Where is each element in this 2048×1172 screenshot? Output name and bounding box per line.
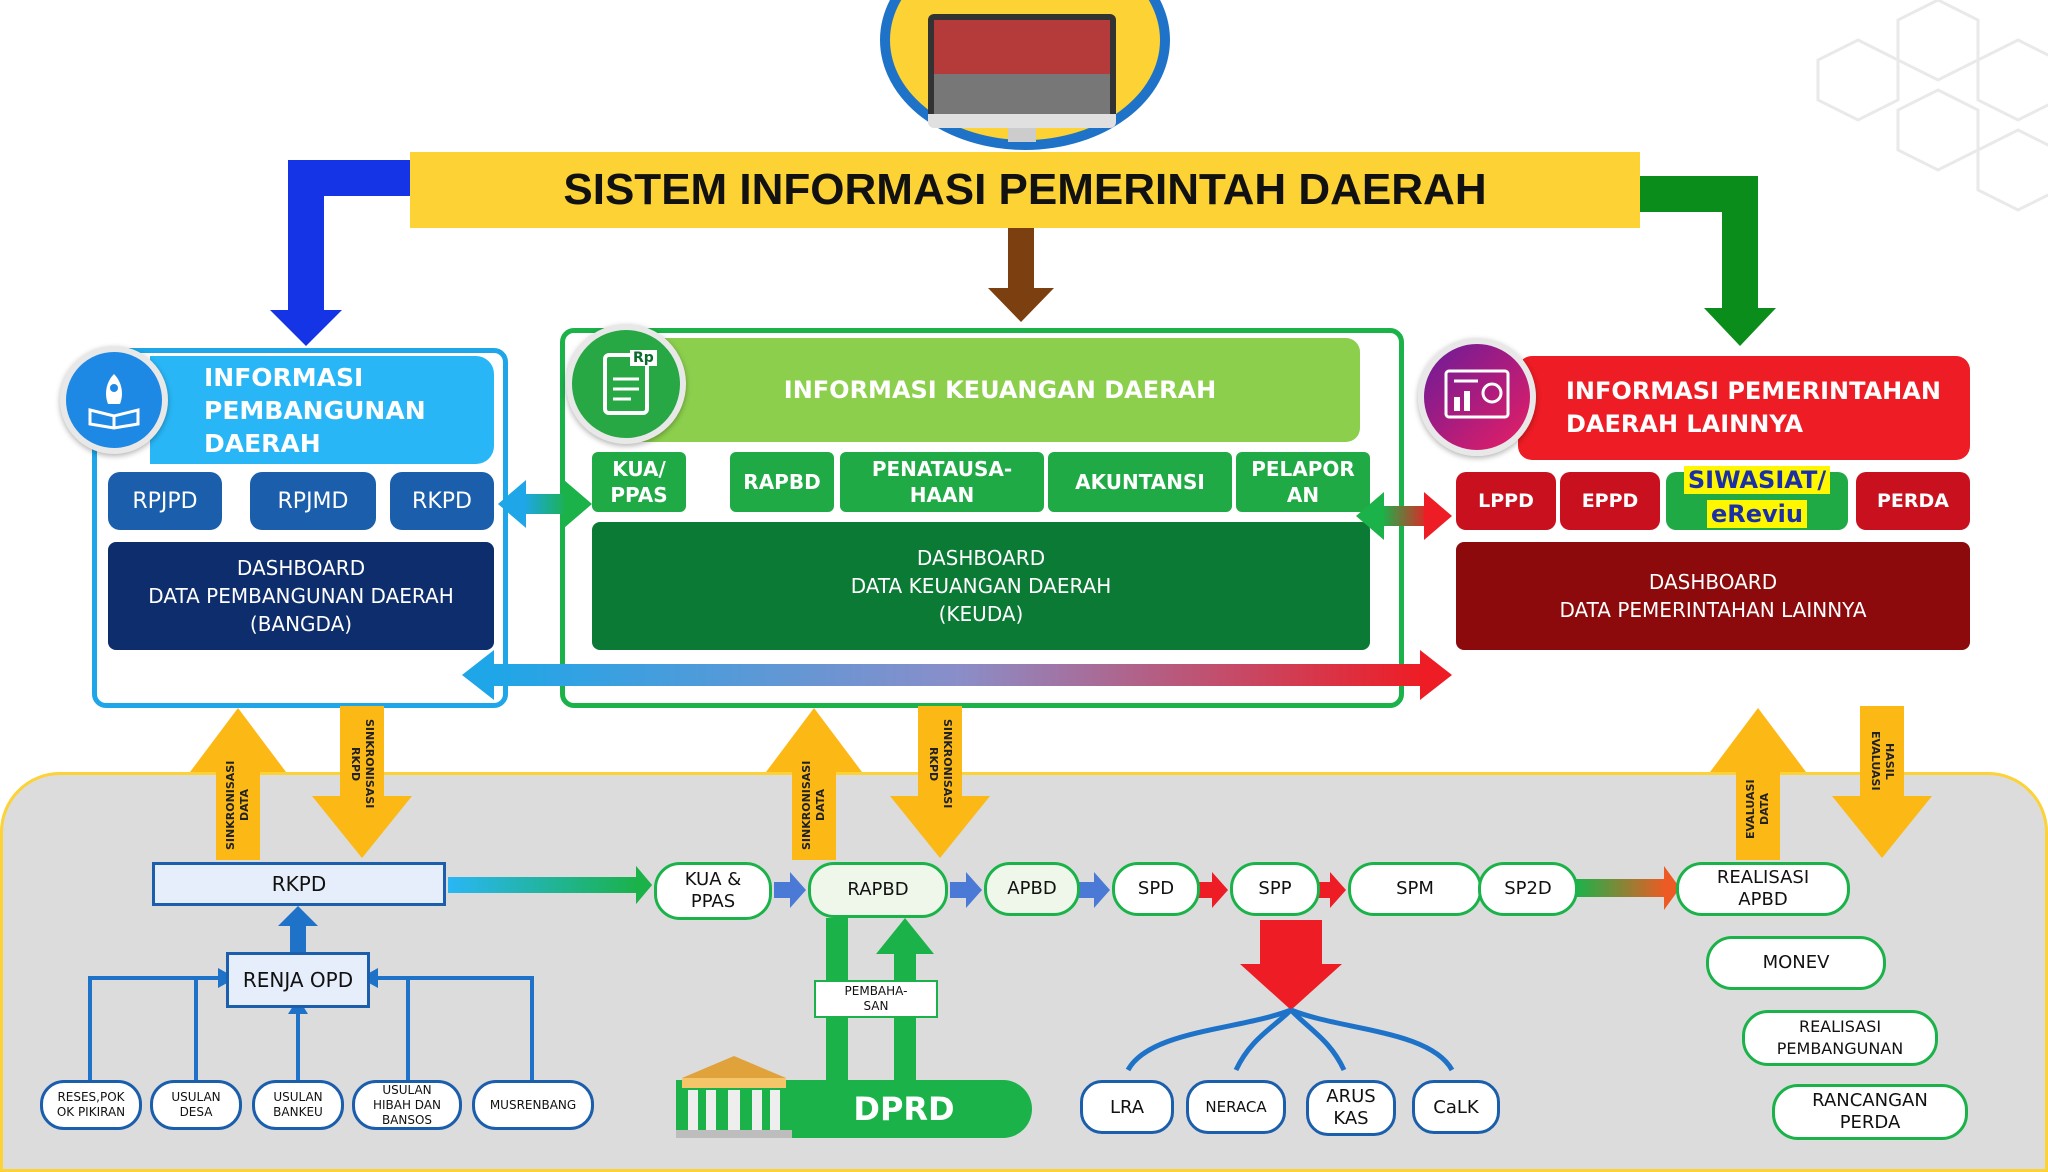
panel-link-arrows <box>462 480 1452 700</box>
rp-label: Rp <box>630 350 657 366</box>
flow-spd[interactable]: SPD <box>1112 862 1200 916</box>
flow-monev[interactable]: MONEV <box>1706 936 1886 990</box>
parliament-building-icon <box>672 1050 796 1140</box>
page-title: SISTEM INFORMASI PEMERINTAH DAERAH <box>410 152 1640 228</box>
receipt-icon <box>566 324 686 444</box>
report-neraca[interactable]: NERACA <box>1186 1080 1286 1134</box>
report-calk[interactable]: CaLK <box>1412 1080 1500 1134</box>
lain-dashboard[interactable]: DASHBOARD DATA PEMERINTAHAN LAINNYA <box>1456 542 1970 650</box>
report-presentation-icon <box>1418 338 1536 456</box>
top-arrows <box>270 160 1776 346</box>
flow-spm[interactable]: SPM <box>1348 862 1482 916</box>
keuda-item-penatausahaan[interactable]: PENATAUSA-HAAN <box>840 452 1044 512</box>
bangda-header: INFORMASI PEMBANGUNAN DAERAH <box>150 356 494 464</box>
monitor-icon <box>928 14 1116 148</box>
lain-item-siwasiat[interactable]: SIWASIAT/ eReviu <box>1666 466 1848 530</box>
source-musrenbang[interactable]: MUSRENBANG <box>472 1080 594 1130</box>
lain-item-eppd[interactable]: EPPD <box>1560 472 1660 530</box>
lain-header: INFORMASI PEMERINTAHAN DAERAH LAINNYA <box>1518 356 1970 460</box>
keuda-dashboard[interactable]: DASHBOARD DATA KEUANGAN DAERAH (KEUDA) <box>592 522 1370 650</box>
bangda-item-rkpd[interactable]: RKPD <box>390 472 494 530</box>
flow-kua-ppas[interactable]: KUA &PPAS <box>654 862 772 920</box>
hexagon-decoration <box>1816 0 2048 212</box>
keuda-item-akuntansi[interactable]: AKUNTANSI <box>1048 452 1232 512</box>
report-lra[interactable]: LRA <box>1080 1080 1174 1134</box>
flow-sp2d[interactable]: SP2D <box>1478 862 1578 916</box>
bangda-item-rpjmd[interactable]: RPJMD <box>250 472 376 530</box>
flow-rkpd[interactable]: RKPD <box>152 862 446 906</box>
keuda-item-rapbd[interactable]: RAPBD <box>730 452 834 512</box>
keuda-header: INFORMASI KEUANGAN DAERAH <box>640 338 1360 442</box>
bangda-dashboard[interactable]: DASHBOARD DATA PEMBANGUNAN DAERAH (BANGD… <box>108 542 494 650</box>
keuda-item-kua-ppas[interactable]: KUA/PPAS <box>592 452 686 512</box>
rocket-book-icon <box>60 346 168 454</box>
flow-spp[interactable]: SPP <box>1230 862 1320 916</box>
flow-rapbd[interactable]: RAPBD <box>808 862 948 918</box>
lain-item-perda[interactable]: PERDA <box>1856 472 1970 530</box>
flow-renja-opd[interactable]: RENJA OPD <box>226 952 370 1008</box>
lain-item-lppd[interactable]: LPPD <box>1456 472 1556 530</box>
flow-apbd[interactable]: APBD <box>984 862 1080 916</box>
flow-pembahasan[interactable]: PEMBAHA-SAN <box>814 980 938 1018</box>
bangda-item-rpjpd[interactable]: RPJPD <box>108 472 222 530</box>
